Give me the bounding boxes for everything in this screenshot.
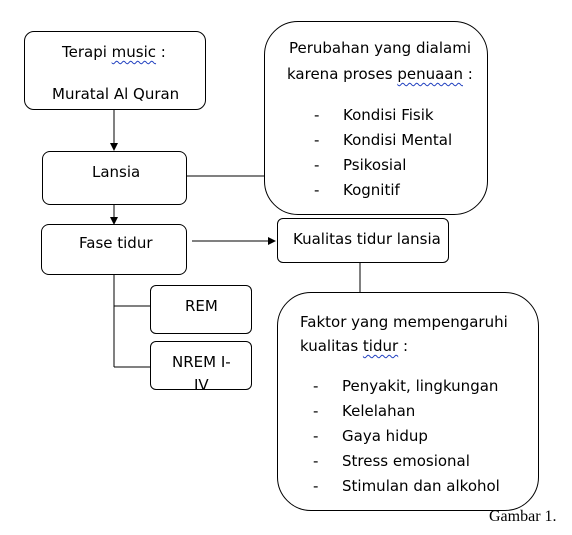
aging-changes-title-line2: karena proses penuaan : [287, 65, 473, 83]
factor-item: Penyakit, lingkungan [342, 377, 499, 395]
elderly-label: Lansia [92, 163, 141, 181]
factor-item: Gaya hidup [342, 427, 428, 445]
factor-item: Stimulan dan alkohol [342, 477, 500, 495]
factor-item: Kelelahan [342, 402, 416, 420]
elderly-box: Lansia [42, 151, 187, 205]
aging-item: Kognitif [343, 181, 400, 199]
factor-item-dash: - [313, 402, 319, 420]
sleep-quality-box: Kualitas tidur lansia [277, 218, 449, 263]
aging-item: Kondisi Mental [343, 131, 453, 149]
factor-item-dash: - [313, 427, 319, 445]
factor-item-dash: - [313, 452, 319, 470]
sleep-phase-box: Fase tidur [41, 224, 187, 275]
aging-item: Psikosial [343, 156, 407, 174]
aging-changes-title-line1: Perubahan yang dialami [289, 39, 471, 57]
therapy-line1: Terapi music : [62, 43, 166, 61]
nrem-label-line2: IV [194, 376, 209, 390]
factors-title-line2: kualitas tidur : [300, 337, 408, 355]
sleep-quality-label: Kualitas tidur lansia [293, 230, 441, 248]
aging-item: Kondisi Fisik [343, 106, 434, 124]
aging-item-dash: - [314, 181, 320, 199]
aging-item-dash: - [314, 131, 320, 149]
factors-box: Faktor yang mempengaruhi kualitas tidur … [277, 292, 539, 511]
factor-item-dash: - [313, 377, 319, 395]
factor-item: Stress emosional [342, 452, 470, 470]
aging-item-dash: - [314, 156, 320, 174]
aging-changes-box: Perubahan yang dialami karena proses pen… [264, 21, 488, 215]
therapy-box: Terapi music : Muratal Al Quran [24, 31, 206, 110]
therapy-line2: Muratal Al Quran [52, 85, 180, 103]
nrem-box: NREM I- IV [150, 341, 252, 390]
sleep-phase-label: Fase tidur [79, 234, 153, 252]
figure-caption: Gambar 1. [489, 508, 557, 525]
factors-title-line1: Faktor yang mempengaruhi [300, 313, 508, 331]
rem-box: REM [150, 285, 252, 334]
factor-item-dash: - [313, 477, 319, 495]
nrem-label-line1: NREM I- [172, 353, 231, 371]
aging-item-dash: - [314, 106, 320, 124]
rem-label: REM [185, 297, 218, 315]
